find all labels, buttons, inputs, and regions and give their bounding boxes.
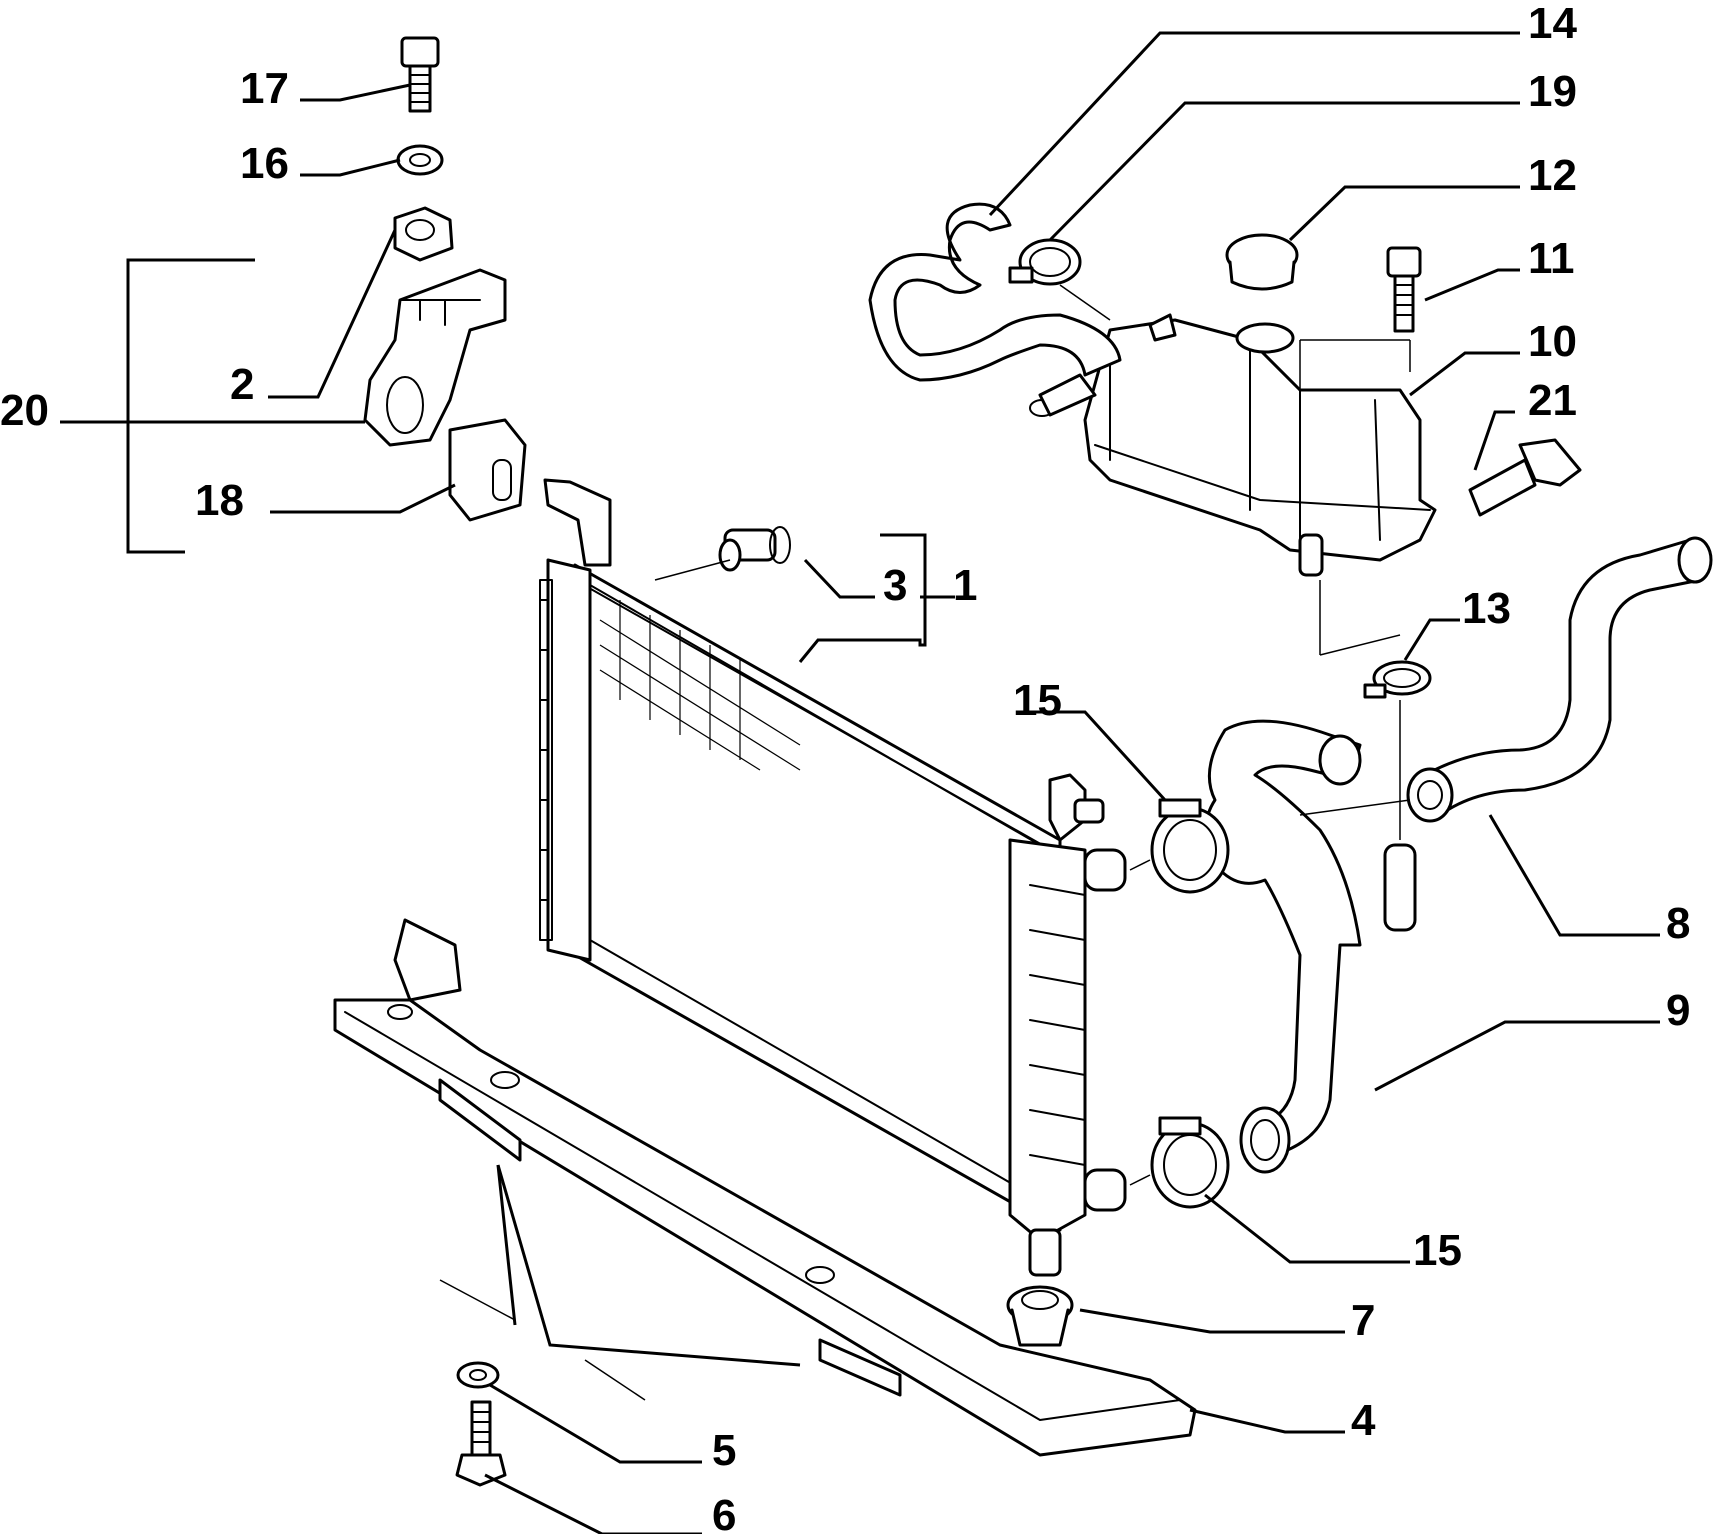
callout-12: 12 (1528, 151, 1577, 200)
expansion-tank-part (1083, 313, 1437, 577)
callout-3: 3 (883, 561, 907, 610)
nut-part (393, 206, 454, 262)
filler-cap-part (1225, 233, 1299, 291)
callout-21: 21 (1528, 376, 1577, 425)
callout-6: 6 (712, 1491, 736, 1534)
callout-10: 10 (1528, 317, 1577, 366)
upper-bracket-part (363, 268, 507, 447)
lower-radiator-hose-part (1204, 719, 1417, 1174)
callout-18: 17 (240, 64, 289, 113)
callout-15-upper: 15 (1013, 676, 1062, 725)
lower-washer-part (456, 1361, 500, 1389)
callout-17: 16 (240, 139, 289, 188)
upper-bolt-part (400, 36, 440, 113)
callout-11: 11 (1528, 234, 1575, 283)
hose-clip-14-part (1363, 660, 1432, 699)
temperature-sensor-part (718, 526, 791, 572)
callout-16: 20 (0, 386, 49, 435)
tank-bolt-part (1386, 246, 1422, 333)
callout-labels: 17 16 2 20 18 3 1 14 19 12 11 10 21 13 1… (0, 0, 1690, 1534)
hose-clip-20-part (1008, 238, 1082, 286)
connection-lines (439, 284, 1411, 1401)
hose-clip-15-upper-part (1150, 798, 1230, 894)
callout-14: 13 (1462, 584, 1511, 633)
callout-1: 1 (953, 561, 977, 610)
rubber-bush-part (448, 418, 527, 522)
callout-8: 8 (1666, 899, 1690, 948)
breather-hose-part (868, 202, 1122, 417)
upper-radiator-hose-part (1406, 536, 1713, 823)
grommet-part (1006, 1285, 1074, 1347)
hose-clip-15-lower-part (1150, 1116, 1230, 1209)
leader-lines (60, 31, 1660, 1534)
callout-13: 14 (1528, 0, 1577, 48)
lower-crossmember-part (333, 918, 1197, 1457)
callout-2: 2 (230, 360, 254, 409)
bolt-21-part (1468, 438, 1582, 517)
washer-part (396, 144, 444, 176)
callout-7: 7 (1351, 1296, 1375, 1345)
callout-9: 9 (1666, 986, 1690, 1035)
callout-20: 19 (1528, 67, 1577, 116)
callout-19: 18 (195, 476, 244, 525)
radiator-part (539, 478, 1127, 1277)
callout-5: 5 (712, 1426, 736, 1475)
callout-4: 4 (1351, 1396, 1376, 1445)
callout-15-lower: 15 (1413, 1226, 1462, 1275)
lower-bolt-part (455, 1400, 507, 1487)
